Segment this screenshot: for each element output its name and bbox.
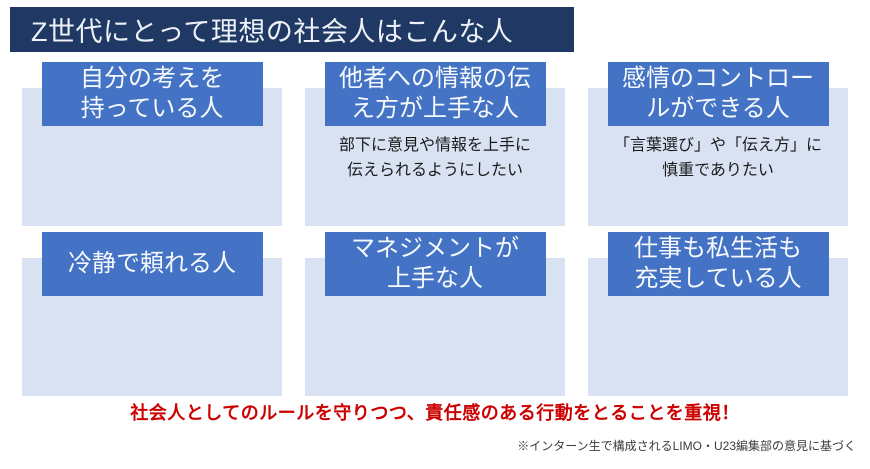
card-heading: 冷静で頼れる人 — [41, 232, 263, 296]
card-calm-reliable: 冷静で頼れる人 — [22, 232, 282, 398]
card-heading: 仕事も私生活も 充実している人 — [607, 232, 829, 296]
card-heading: マネジメントが 上手な人 — [324, 232, 546, 296]
card-note: 「言葉選び」や「伝え方」に 慎重でありたい — [613, 137, 822, 179]
card-heading: 自分の考えを 持っている人 — [41, 62, 263, 126]
page-title: Z世代にとって理想の社会人はこんな人 — [31, 17, 514, 47]
card-good-management: マネジメントが 上手な人 — [305, 232, 565, 398]
card-heading: 感情のコントロー ルができる人 — [607, 62, 829, 126]
card-good-communicator: 他者への情報の伝 え方が上手な人 部下に意見や情報を上手に 伝えられるようにした… — [305, 62, 565, 228]
cards-grid: 自分の考えを 持っている人 他者への情報の伝 え方が上手な人 部下に意見や情報を… — [22, 62, 848, 398]
card-own-opinions: 自分の考えを 持っている人 — [22, 62, 282, 228]
title-bar: Z世代にとって理想の社会人はこんな人 — [10, 7, 574, 52]
card-heading: 他者への情報の伝 え方が上手な人 — [324, 62, 546, 126]
card-note: 部下に意見や情報を上手に 伝えられるようにしたい — [338, 137, 531, 179]
card-fulfilled-life: 仕事も私生活も 充実している人 — [588, 232, 848, 398]
footnote: ※インターン生で構成されるLIMO・U23編集部の意見に基づく — [517, 439, 856, 453]
card-emotion-control: 感情のコントロー ルができる人 「言葉選び」や「伝え方」に 慎重でありたい — [588, 62, 848, 228]
conclusion-text: 社会人としてのルールを守りつつ、責任感のある行動をとることを重視！ — [130, 403, 740, 423]
